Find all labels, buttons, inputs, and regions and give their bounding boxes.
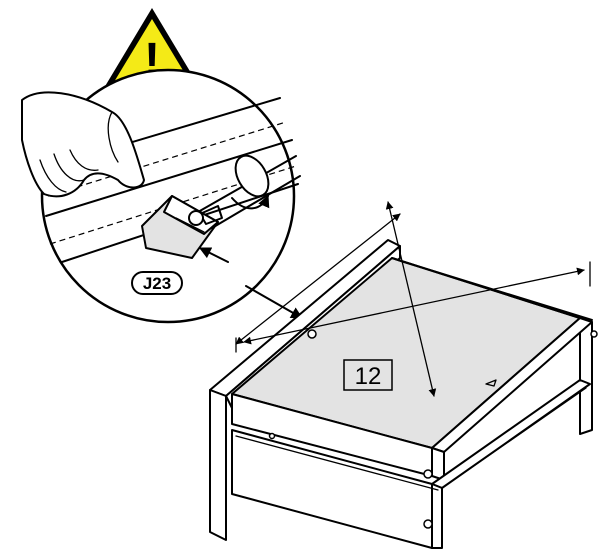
detail-magnifier — [21, 68, 301, 324]
hand-icon — [21, 91, 145, 198]
callout-label: J23 — [143, 274, 171, 293]
drawer-box — [209, 239, 598, 549]
diagonal-measure-arrows — [235, 201, 591, 397]
part-number: 12 — [355, 363, 382, 390]
part-label: 12 — [343, 359, 393, 391]
callout-badge: J23 — [131, 271, 183, 295]
